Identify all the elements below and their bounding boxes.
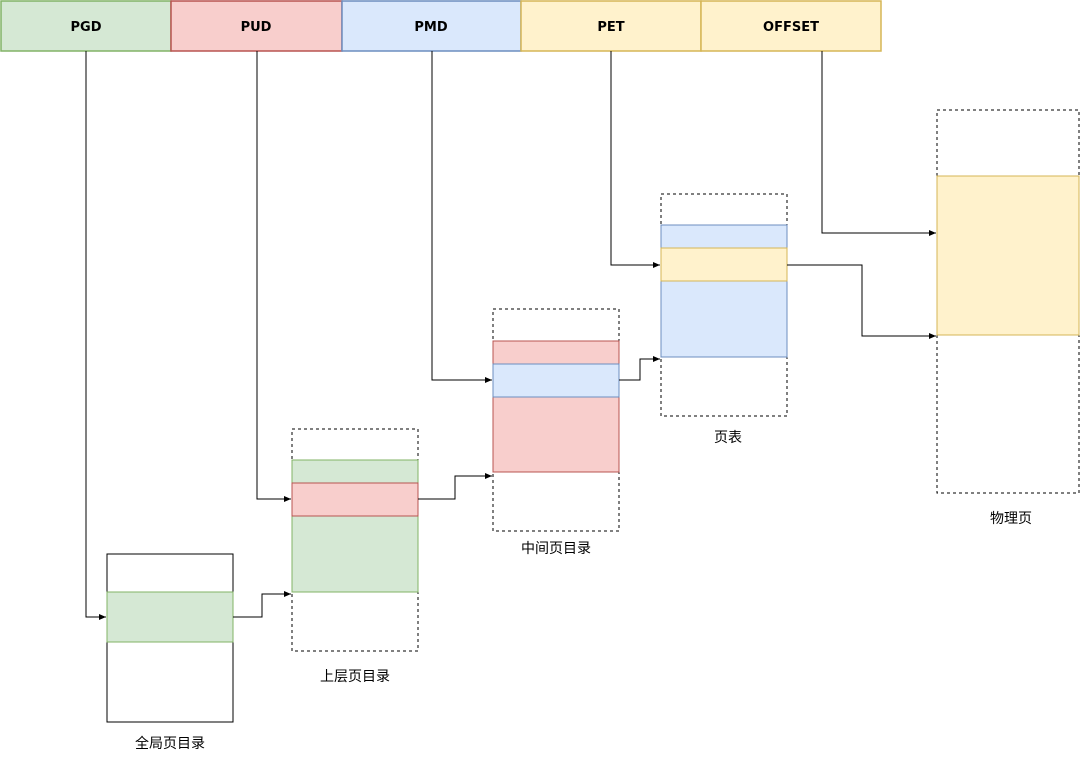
connector-pud-to-pmd [418,473,492,500]
field-pet-label: PET [597,20,624,35]
pud-entry [291,482,419,517]
connector-pet-field [610,51,660,268]
field-offset: OFFSET [700,0,882,52]
connector-pmd-to-pte [619,356,660,381]
connector-pgd-field [85,51,106,620]
field-pud: PUD [170,0,343,52]
pgd-entry [106,591,234,643]
pgd-table-label: 全局页目录 [135,735,205,752]
field-pet: PET [520,0,702,52]
field-pgd: PGD [0,0,172,52]
connector-pgd-to-pud [233,591,291,618]
field-offset-label: OFFSET [763,20,819,35]
connector-pmd-field [431,51,492,383]
pud-table-label: 上层页目录 [320,669,390,685]
field-pmd: PMD [341,0,522,52]
physical-page-label: 物理页 [990,511,1032,527]
connector-offset-field [821,51,936,236]
field-pud-label: PUD [241,20,272,35]
pmd-table: 中间页目录 [492,308,620,557]
pmd-block [492,340,620,473]
pud-table: 上层页目录 [291,428,419,685]
pud-block [291,459,419,593]
pmd-table-label: 中间页目录 [521,541,591,557]
physical-page: 物理页 [936,109,1080,527]
pgd-table: 全局页目录 [106,553,234,752]
field-pgd-label: PGD [71,20,102,35]
physical-page-data [936,175,1080,336]
pmd-entry [492,363,620,398]
connectors [85,51,936,620]
pte-table: 页表 [660,193,788,446]
pte-block [660,224,788,358]
connector-pud-field [256,51,291,502]
field-pmd-label: PMD [414,20,447,35]
pte-entry [660,247,788,282]
connector-pte-to-page [787,264,936,339]
pte-table-label: 页表 [714,430,742,446]
address-bar: PGD PUD PMD PET OFFSET [0,0,882,52]
